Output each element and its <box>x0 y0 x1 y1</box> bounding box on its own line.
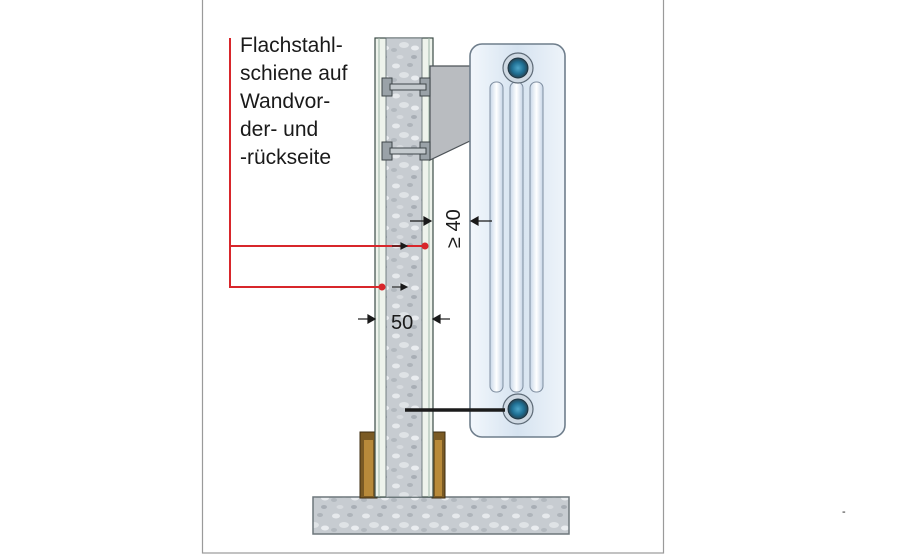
leader-dot-front <box>421 242 429 250</box>
upper-valve-icon <box>502 52 534 84</box>
radiator-gap-label: ≥ 40 <box>443 209 465 248</box>
note-line-2: schiene auf <box>240 62 348 85</box>
leader-dot-back <box>378 283 386 291</box>
note-line-1: Flachstahl- <box>240 34 343 57</box>
base-sleeves <box>359 431 446 499</box>
wall-thickness-dimension <box>358 313 450 325</box>
thickness-arrows <box>392 242 409 291</box>
rail-note: Flachstahl- schiene auf Wandvor- der- un… <box>240 34 348 169</box>
floor-slab <box>312 496 570 535</box>
radiator <box>469 43 566 438</box>
lower-valve-icon <box>502 393 534 425</box>
stray-mark: - <box>842 506 846 518</box>
leader-lines <box>229 38 424 288</box>
wall-thickness-label: 50 <box>391 312 413 334</box>
note-line-3: Wandvor- <box>240 90 330 113</box>
note-line-4: der- und <box>240 118 318 141</box>
flat-steel-rail-bolts <box>381 77 431 161</box>
note-line-5: -rückseite <box>240 146 331 169</box>
radiator-gap-dimension <box>410 215 492 227</box>
partition-wall <box>374 37 434 498</box>
